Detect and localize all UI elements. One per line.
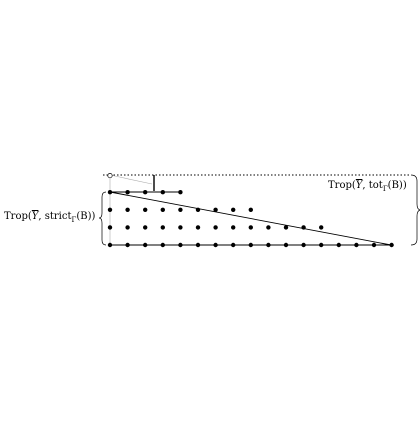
lattice-point <box>125 225 130 230</box>
lattice-point <box>143 207 148 212</box>
strict-label-y: Y <box>31 211 39 222</box>
lattice-point <box>143 242 148 248</box>
lattice-point <box>319 225 324 230</box>
lattice-point <box>107 225 113 230</box>
lattice-point <box>178 207 183 212</box>
lattice-point <box>248 225 253 230</box>
lattice-point <box>301 242 306 248</box>
diagonal-line <box>109 191 392 246</box>
lattice-point <box>195 207 201 212</box>
lattice-point <box>125 242 130 248</box>
lattice-point <box>107 242 113 248</box>
lattice-point <box>178 225 183 230</box>
lattice-point <box>143 225 148 230</box>
lattice-point <box>143 190 148 195</box>
faint-slope-line <box>109 174 153 185</box>
tot-label-comma: , <box>362 180 369 191</box>
lattice-point <box>336 242 341 248</box>
lattice-point <box>248 242 253 248</box>
lattice-point <box>213 225 218 230</box>
lattice-points <box>107 173 394 248</box>
lattice-point <box>389 242 394 248</box>
strict-label-comma: , <box>38 211 45 222</box>
strict-label-sub: Γ <box>71 216 77 224</box>
lattice-point <box>160 190 165 195</box>
lattice-point <box>319 242 324 248</box>
lattice-point <box>231 207 236 212</box>
lattice-point <box>178 190 183 195</box>
lattice-point <box>107 207 113 212</box>
diagram-frame <box>98 174 420 246</box>
tot-label-prefix: Trop( <box>328 180 356 191</box>
lattice-point <box>231 242 236 248</box>
lattice-point <box>160 207 165 212</box>
trop-tot-label: Trop(Y, totΓ(B)) <box>328 180 407 195</box>
strict-label-func: strict <box>44 211 72 222</box>
lattice-point <box>107 190 113 195</box>
right-brace <box>410 174 420 246</box>
lattice-point <box>125 190 130 195</box>
lattice-point <box>160 242 165 248</box>
lattice-point <box>195 242 201 248</box>
lattice-point <box>371 242 377 248</box>
lattice-point <box>195 225 201 230</box>
strict-label-prefix: Trop( <box>4 211 32 222</box>
lattice-point <box>283 242 289 248</box>
lattice-point <box>266 225 271 230</box>
lattice-point <box>231 225 236 230</box>
lattice-point <box>283 225 289 230</box>
lattice-point <box>301 225 306 230</box>
hollow-point <box>107 173 113 179</box>
lattice-point <box>160 225 165 230</box>
lattice-point <box>213 242 218 248</box>
lattice-point <box>178 242 183 248</box>
tot-label-y: Y <box>355 180 363 191</box>
tot-label-arg: (B)) <box>387 180 407 191</box>
lattice-point <box>266 242 271 248</box>
lattice-point <box>213 207 218 212</box>
strict-label-arg: (B)) <box>76 211 96 222</box>
left-brace <box>98 191 107 246</box>
trop-strict-label: Trop(Y, strictΓ(B)) <box>4 211 95 226</box>
lattice-point <box>248 207 253 212</box>
lattice-point <box>125 207 130 212</box>
tot-label-sub: Γ <box>382 185 388 193</box>
lattice-point <box>354 242 359 248</box>
tot-label-func: tot <box>368 180 383 191</box>
